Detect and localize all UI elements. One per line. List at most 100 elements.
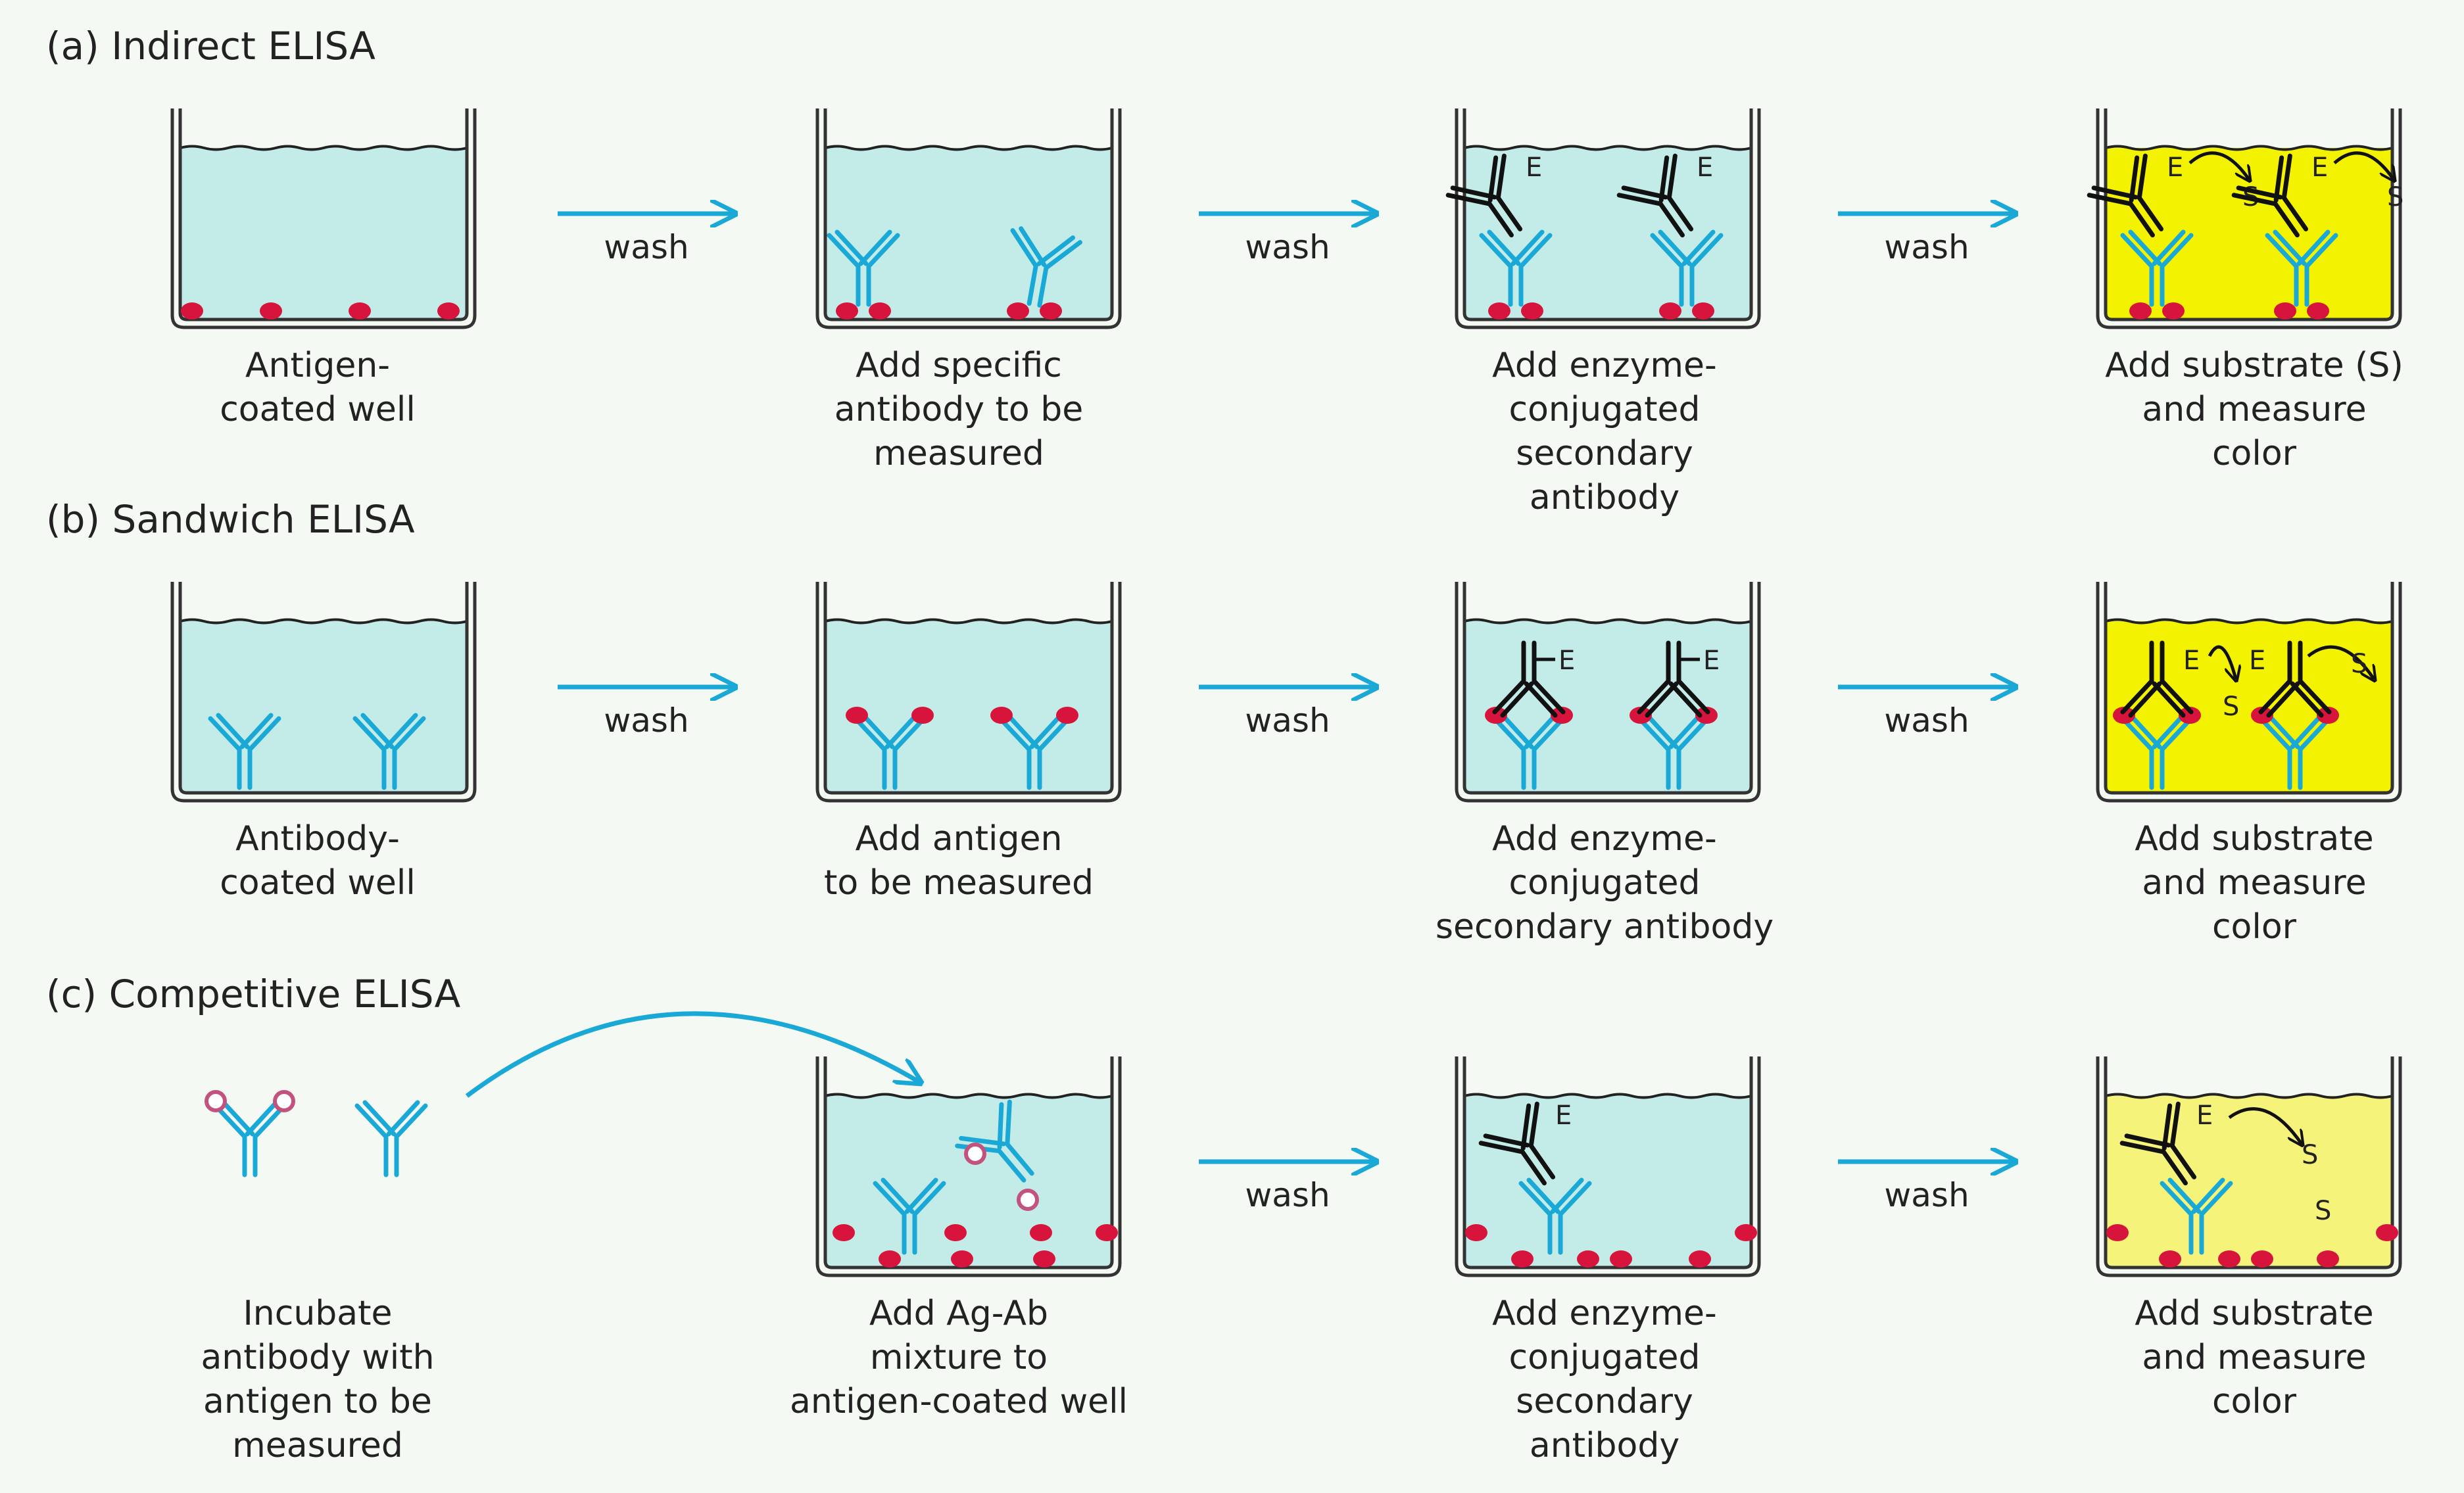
enzyme-label: E: [2196, 1101, 2213, 1131]
well-wall: [815, 108, 1122, 329]
antibody-icon: [1518, 1177, 1592, 1255]
liquid-surface: [1464, 1093, 1752, 1099]
panel-caption-line: and measure: [2142, 1338, 2366, 1377]
well-competitive-2: [815, 1056, 1122, 1277]
well-inner-wall: [178, 582, 469, 795]
liquid-surface: [825, 145, 1113, 151]
well-competitive-3: [1455, 1056, 1761, 1277]
detection-antibody-icon: [2120, 640, 2194, 718]
secondary-antibody-icon: [1616, 153, 1694, 238]
panel-caption-line: Add Ag-Ab: [869, 1294, 1048, 1333]
substrate-label: S: [2315, 1196, 2331, 1226]
liquid-surface: [1464, 145, 1752, 151]
antigen-icon: [1040, 302, 1062, 320]
secondary-antibody-icon: [1478, 1101, 1556, 1186]
panel-caption-line: antibody with: [201, 1338, 434, 1377]
well-inner-wall: [1462, 582, 1753, 795]
enzyme-label: E: [2311, 153, 2328, 183]
secondary-antibody-icon: [1445, 153, 1523, 238]
antigen-icon: [2129, 302, 2152, 320]
antigen-icon: [1007, 302, 1029, 320]
antigen-icon: [1610, 1250, 1632, 1268]
detection-antibody-icon: [2258, 640, 2332, 718]
antigen-icon: [1521, 302, 1543, 320]
liquid-surface: [1464, 618, 1752, 625]
panel-caption-line: Add enzyme-: [1492, 819, 1717, 859]
free-antibody-icon: [354, 1100, 428, 1177]
primary-antibody-icon: [2120, 229, 2194, 307]
antigen-icon: [2218, 1250, 2240, 1268]
free-antibody-icon: [213, 1100, 287, 1177]
panel-caption-line: conjugated: [1509, 390, 1700, 429]
wash-label: wash: [1884, 1176, 1969, 1214]
panel-caption-line: conjugated: [1509, 1338, 1700, 1377]
antigen-icon: [2376, 1224, 2398, 1241]
primary-antibody-icon: [2265, 229, 2338, 307]
antigen-icon: [260, 302, 282, 320]
panel-caption-line: antigen to be: [203, 1382, 432, 1421]
well-liquid: [2106, 1096, 2392, 1268]
enzyme-label: E: [2167, 153, 2183, 183]
well-wall: [815, 582, 1122, 803]
well-wall: [1455, 582, 1761, 803]
well-inner-wall: [823, 582, 1114, 795]
enzyme-label: E: [2183, 646, 2200, 676]
well-inner-wall: [1462, 108, 1753, 321]
panel-caption-line: Antigen-: [245, 346, 390, 385]
primary-antibody-icon: [1479, 229, 1553, 307]
reaction-arrow: [2333, 151, 2394, 179]
antigen-icon: [2159, 1250, 2181, 1268]
antibody-icon: [873, 1177, 946, 1255]
antigen-icon: [1096, 1224, 1118, 1241]
liquid-surface: [2105, 145, 2393, 151]
panel-caption-line: mixture to: [870, 1338, 1048, 1377]
panel-caption-line: antibody: [1530, 1426, 1679, 1465]
antigen-icon: [1488, 302, 1510, 320]
free-antigen-icon: [205, 1090, 227, 1112]
antigen-icon: [1551, 707, 1573, 724]
well-inner-wall: [1462, 1056, 1753, 1269]
panel-caption-line: to be measured: [824, 863, 1094, 903]
wash-arrow-sandwich-3: wash: [1838, 687, 2016, 740]
antigen-icon: [990, 707, 1013, 724]
panel-caption-line: secondary: [1516, 434, 1693, 473]
panel-caption-line: Add substrate: [2135, 1294, 2373, 1333]
reaction-arrow: [2307, 645, 2374, 679]
capture-antibody-icon: [853, 713, 927, 790]
antigen-icon: [869, 302, 891, 320]
capture-antibody-icon: [2120, 713, 2194, 790]
well-wall: [170, 582, 477, 803]
enzyme-label: E: [1697, 153, 1713, 183]
panel-caption-line: coated well: [220, 863, 416, 903]
panel-caption-line: conjugated: [1509, 863, 1700, 903]
detection-antibody-icon: [1492, 640, 1566, 718]
wash-arrow-indirect-3: wash: [1838, 214, 2016, 266]
well-liquid: [180, 148, 467, 320]
panel-caption-line: antigen-coated well: [790, 1382, 1128, 1421]
well-wall: [2096, 108, 2402, 329]
panel-caption-line: Add enzyme-: [1492, 1294, 1717, 1333]
antigen-icon: [181, 302, 203, 320]
free-antigen-icon: [964, 1143, 986, 1165]
panel-sandwich-1: Antibody-coated well: [220, 819, 416, 903]
antigen-icon: [1033, 1250, 1055, 1268]
well-inner-wall: [2104, 108, 2394, 321]
well-wall: [1455, 1056, 1761, 1277]
well-inner-wall: [2104, 1056, 2394, 1269]
secondary-antibody-icon: [2119, 1101, 2197, 1186]
well-liquid: [2106, 148, 2392, 320]
substrate-label: S: [2223, 692, 2239, 722]
detection-antibody-icon: [1637, 640, 1710, 718]
wash-label: wash: [1245, 228, 1330, 266]
well-liquid: [1464, 1096, 1751, 1268]
well-inner-wall: [823, 108, 1114, 321]
substrate-label: S: [2351, 649, 2367, 679]
